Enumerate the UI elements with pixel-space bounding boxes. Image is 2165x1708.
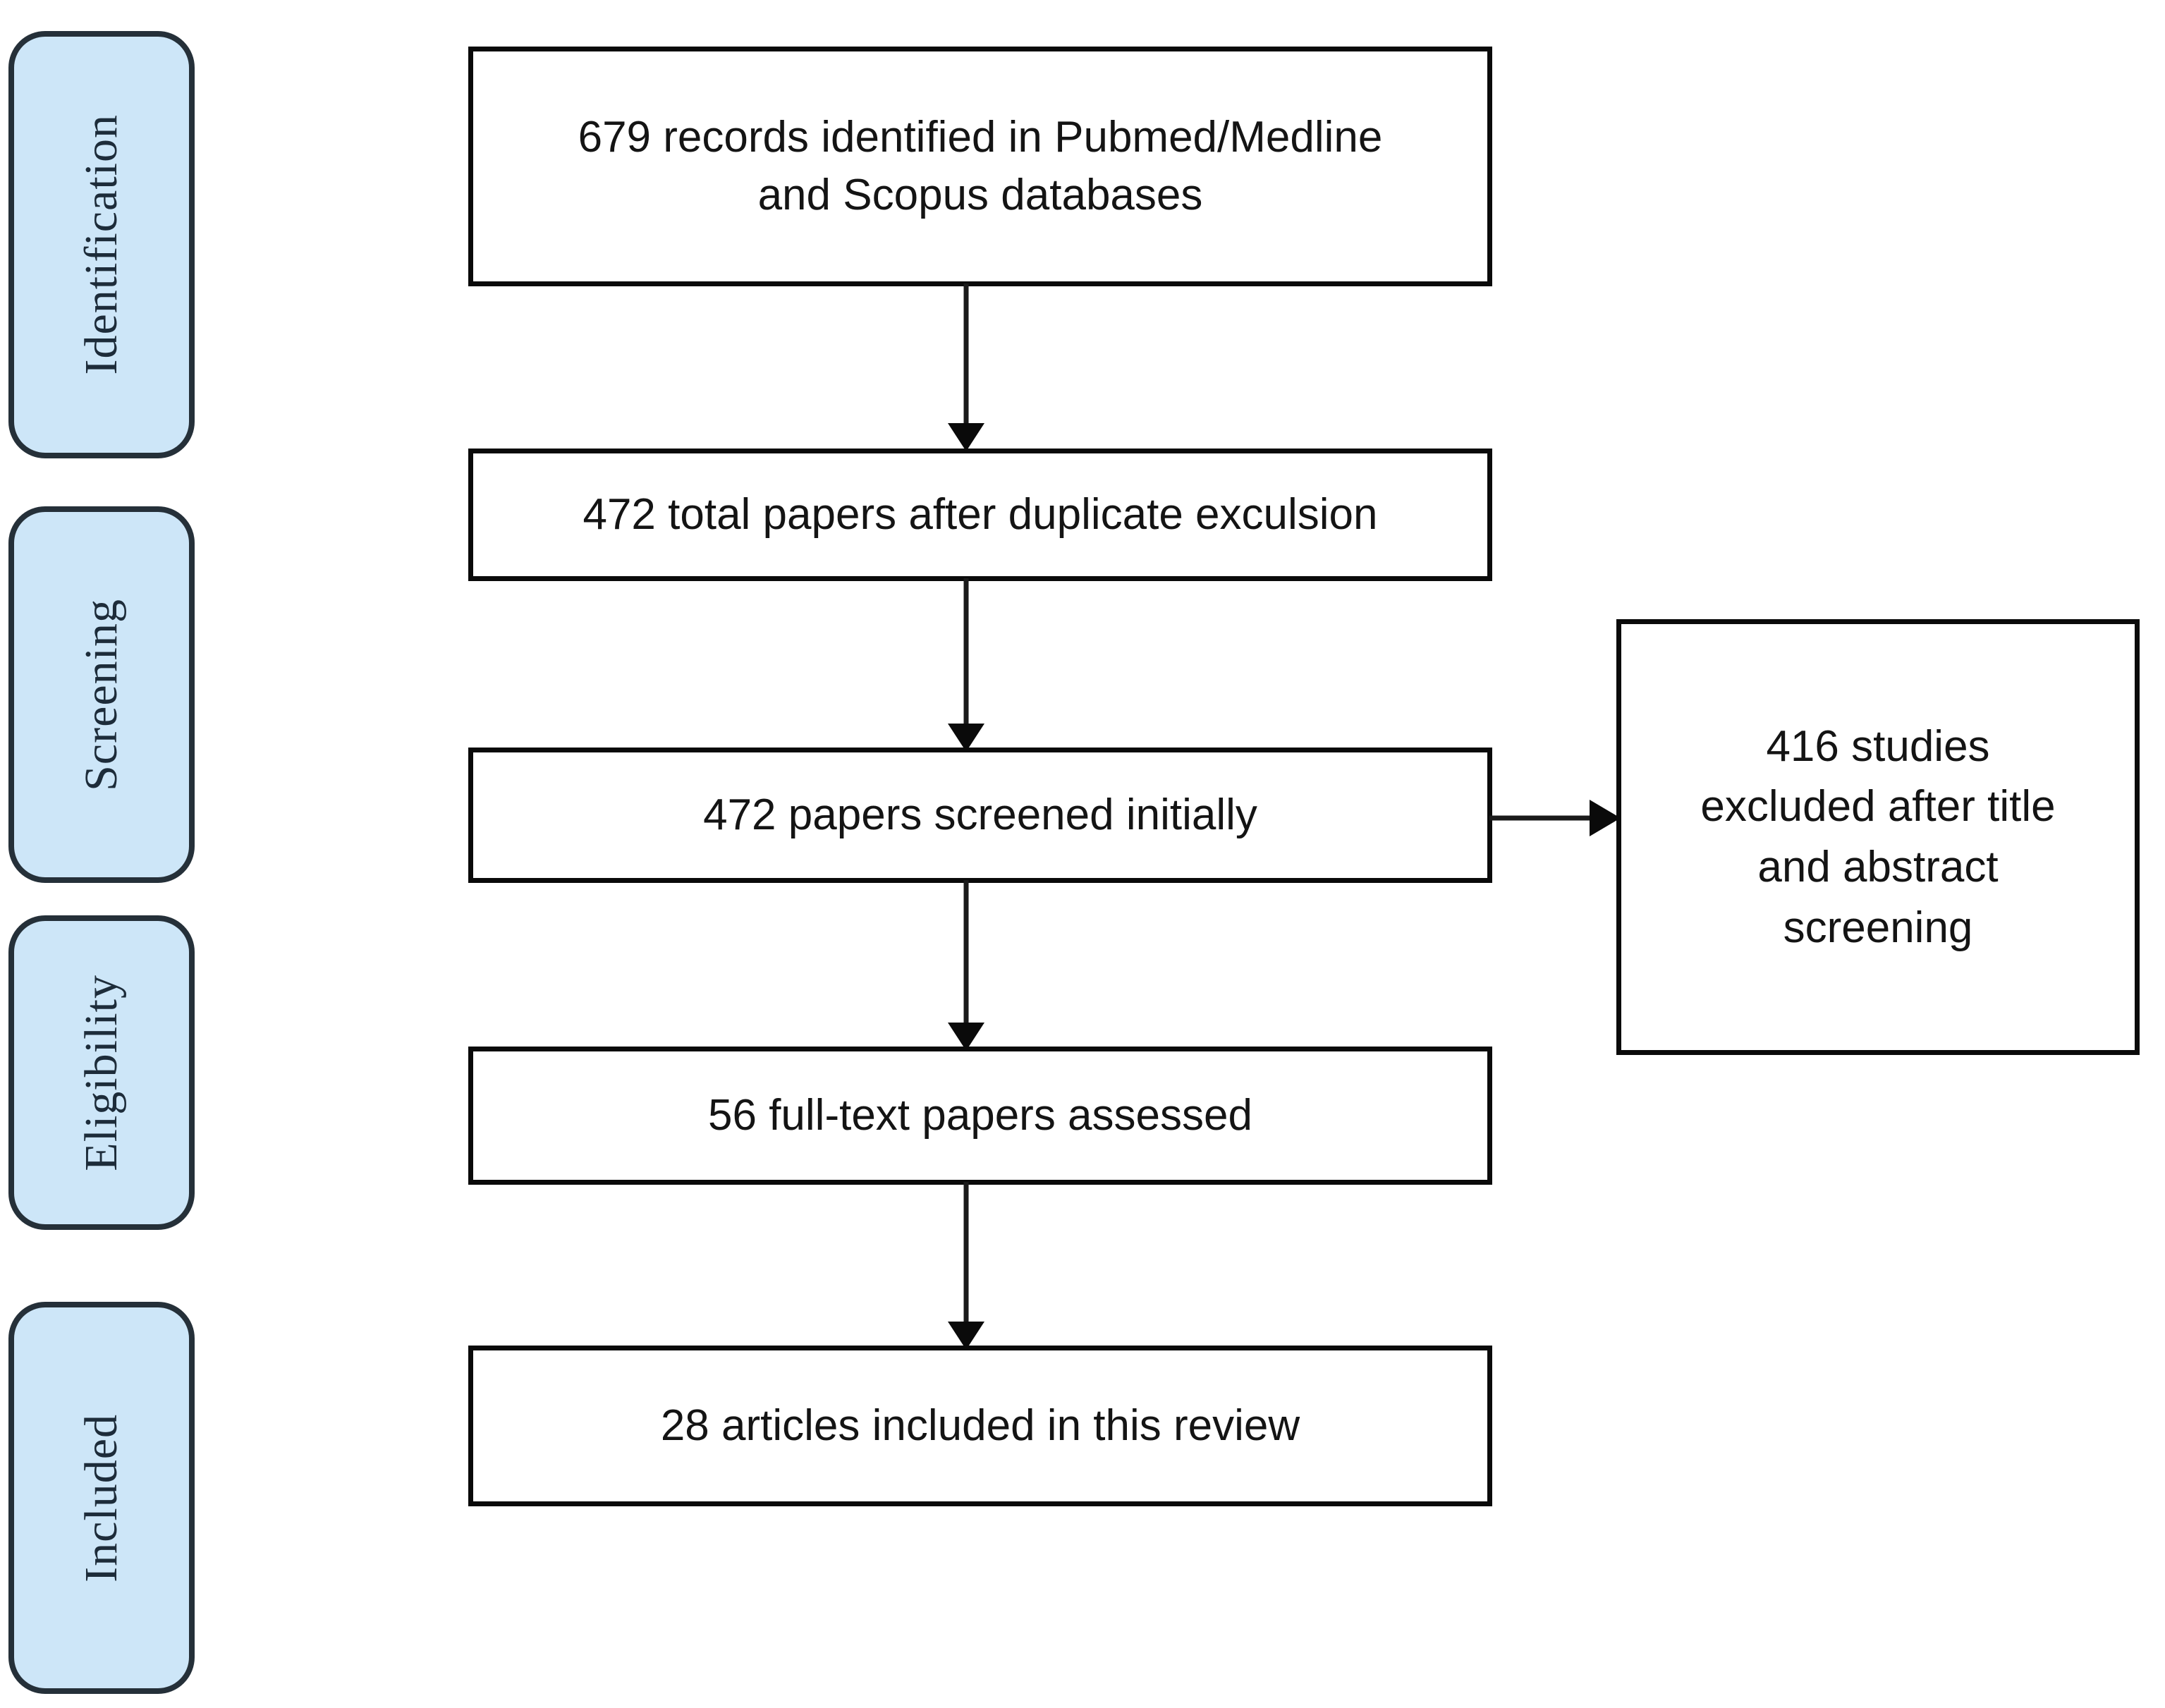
arrow-fulltext-to-included xyxy=(945,1182,987,1351)
flow-box-screened-initially-text: 472 papers screened initially xyxy=(703,791,1257,840)
arrow-records-to-duplicates xyxy=(945,283,987,453)
stage-pill-eligibility: Eligibility xyxy=(8,915,195,1230)
arrow-duplicates-to-screened xyxy=(945,578,987,753)
stage-label-included: Included xyxy=(75,1413,127,1582)
flow-box-full-text-assessed: 56 full-text papers assessed xyxy=(468,1047,1492,1185)
flow-box-articles-included-text: 28 articles included in this review xyxy=(660,1401,1300,1451)
flow-box-articles-included: 28 articles included in this review xyxy=(468,1346,1492,1506)
flow-box-full-text-assessed-text: 56 full-text papers assessed xyxy=(708,1091,1252,1140)
flow-box-excluded-title-abstract-text: 416 studies excluded after title and abs… xyxy=(1700,721,2056,952)
arrow-screened-to-excluded xyxy=(1489,797,1623,839)
stage-label-screening: Screening xyxy=(75,598,127,791)
stage-pill-included: Included xyxy=(8,1302,195,1694)
stage-label-identification: Identification xyxy=(75,114,127,375)
flow-box-after-duplicates: 472 total papers after duplicate exculsi… xyxy=(468,449,1492,581)
arrow-screened-to-fulltext xyxy=(945,880,987,1052)
flow-box-screened-initially: 472 papers screened initially xyxy=(468,748,1492,883)
stage-label-eligibility: Eligibility xyxy=(75,974,127,1171)
flow-box-excluded-title-abstract: 416 studies excluded after title and abs… xyxy=(1616,619,2140,1055)
stage-pill-screening: Screening xyxy=(8,506,195,883)
flow-box-records-identified-text: 679 records identified in Pubmed/Medline… xyxy=(578,113,1383,219)
flow-box-records-identified: 679 records identified in Pubmed/Medline… xyxy=(468,47,1492,286)
stage-pill-identification: Identification xyxy=(8,31,195,458)
flow-box-after-duplicates-text: 472 total papers after duplicate exculsi… xyxy=(583,490,1378,539)
